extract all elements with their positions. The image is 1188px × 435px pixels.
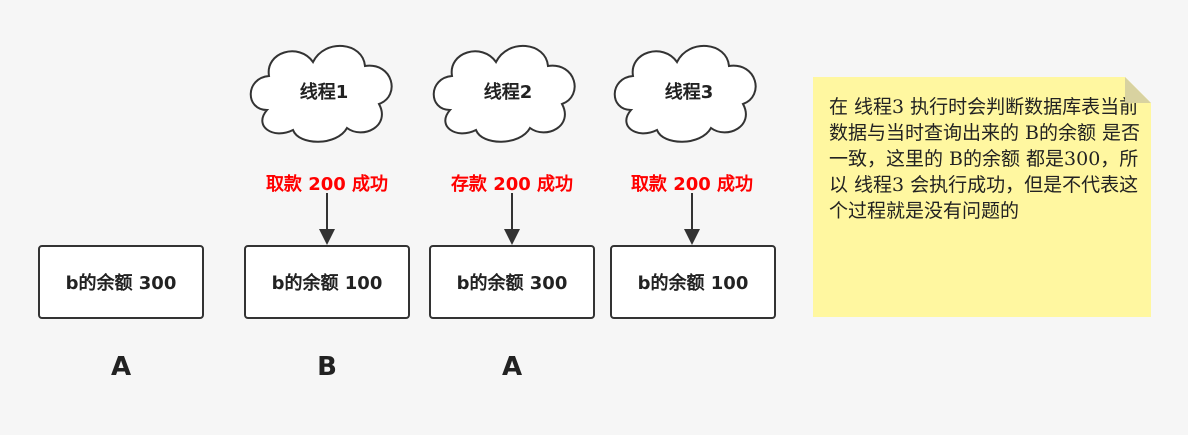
thread1-action: 取款 200 成功 bbox=[265, 174, 389, 195]
thread3-balance-text: b的余额 100 bbox=[637, 273, 749, 294]
thread3-label: 线程3 bbox=[664, 82, 714, 103]
thread3-action: 取款 200 成功 bbox=[630, 174, 754, 195]
thread1-balance-text: b的余额 100 bbox=[271, 273, 383, 294]
initial-balance-box: b的余额 300 bbox=[38, 245, 204, 319]
thread2-action: 存款 200 成功 bbox=[450, 174, 574, 195]
thread2-balance-box: b的余额 300 bbox=[429, 245, 595, 319]
thread1-label: 线程1 bbox=[299, 82, 349, 103]
thread1-arrow bbox=[319, 193, 335, 245]
note-folded-corner bbox=[1125, 77, 1151, 103]
letter-b: B bbox=[317, 352, 337, 382]
thread2-label: 线程2 bbox=[483, 82, 533, 103]
thread2-balance-text: b的余额 300 bbox=[456, 273, 568, 294]
thread3-balance-box: b的余额 100 bbox=[610, 245, 776, 319]
thread3-arrow bbox=[684, 193, 700, 245]
thread1-balance-box: b的余额 100 bbox=[244, 245, 410, 319]
initial-balance-text: b的余额 300 bbox=[65, 273, 177, 294]
letter-a-1: A bbox=[110, 352, 132, 382]
explanation-note: 在 线程3 执行时会判断数据库表当前数据与当时查询出来的 B的余额 是否一致，这… bbox=[813, 77, 1151, 317]
letter-a-2: A bbox=[501, 352, 523, 382]
thread2-arrow bbox=[504, 193, 520, 245]
